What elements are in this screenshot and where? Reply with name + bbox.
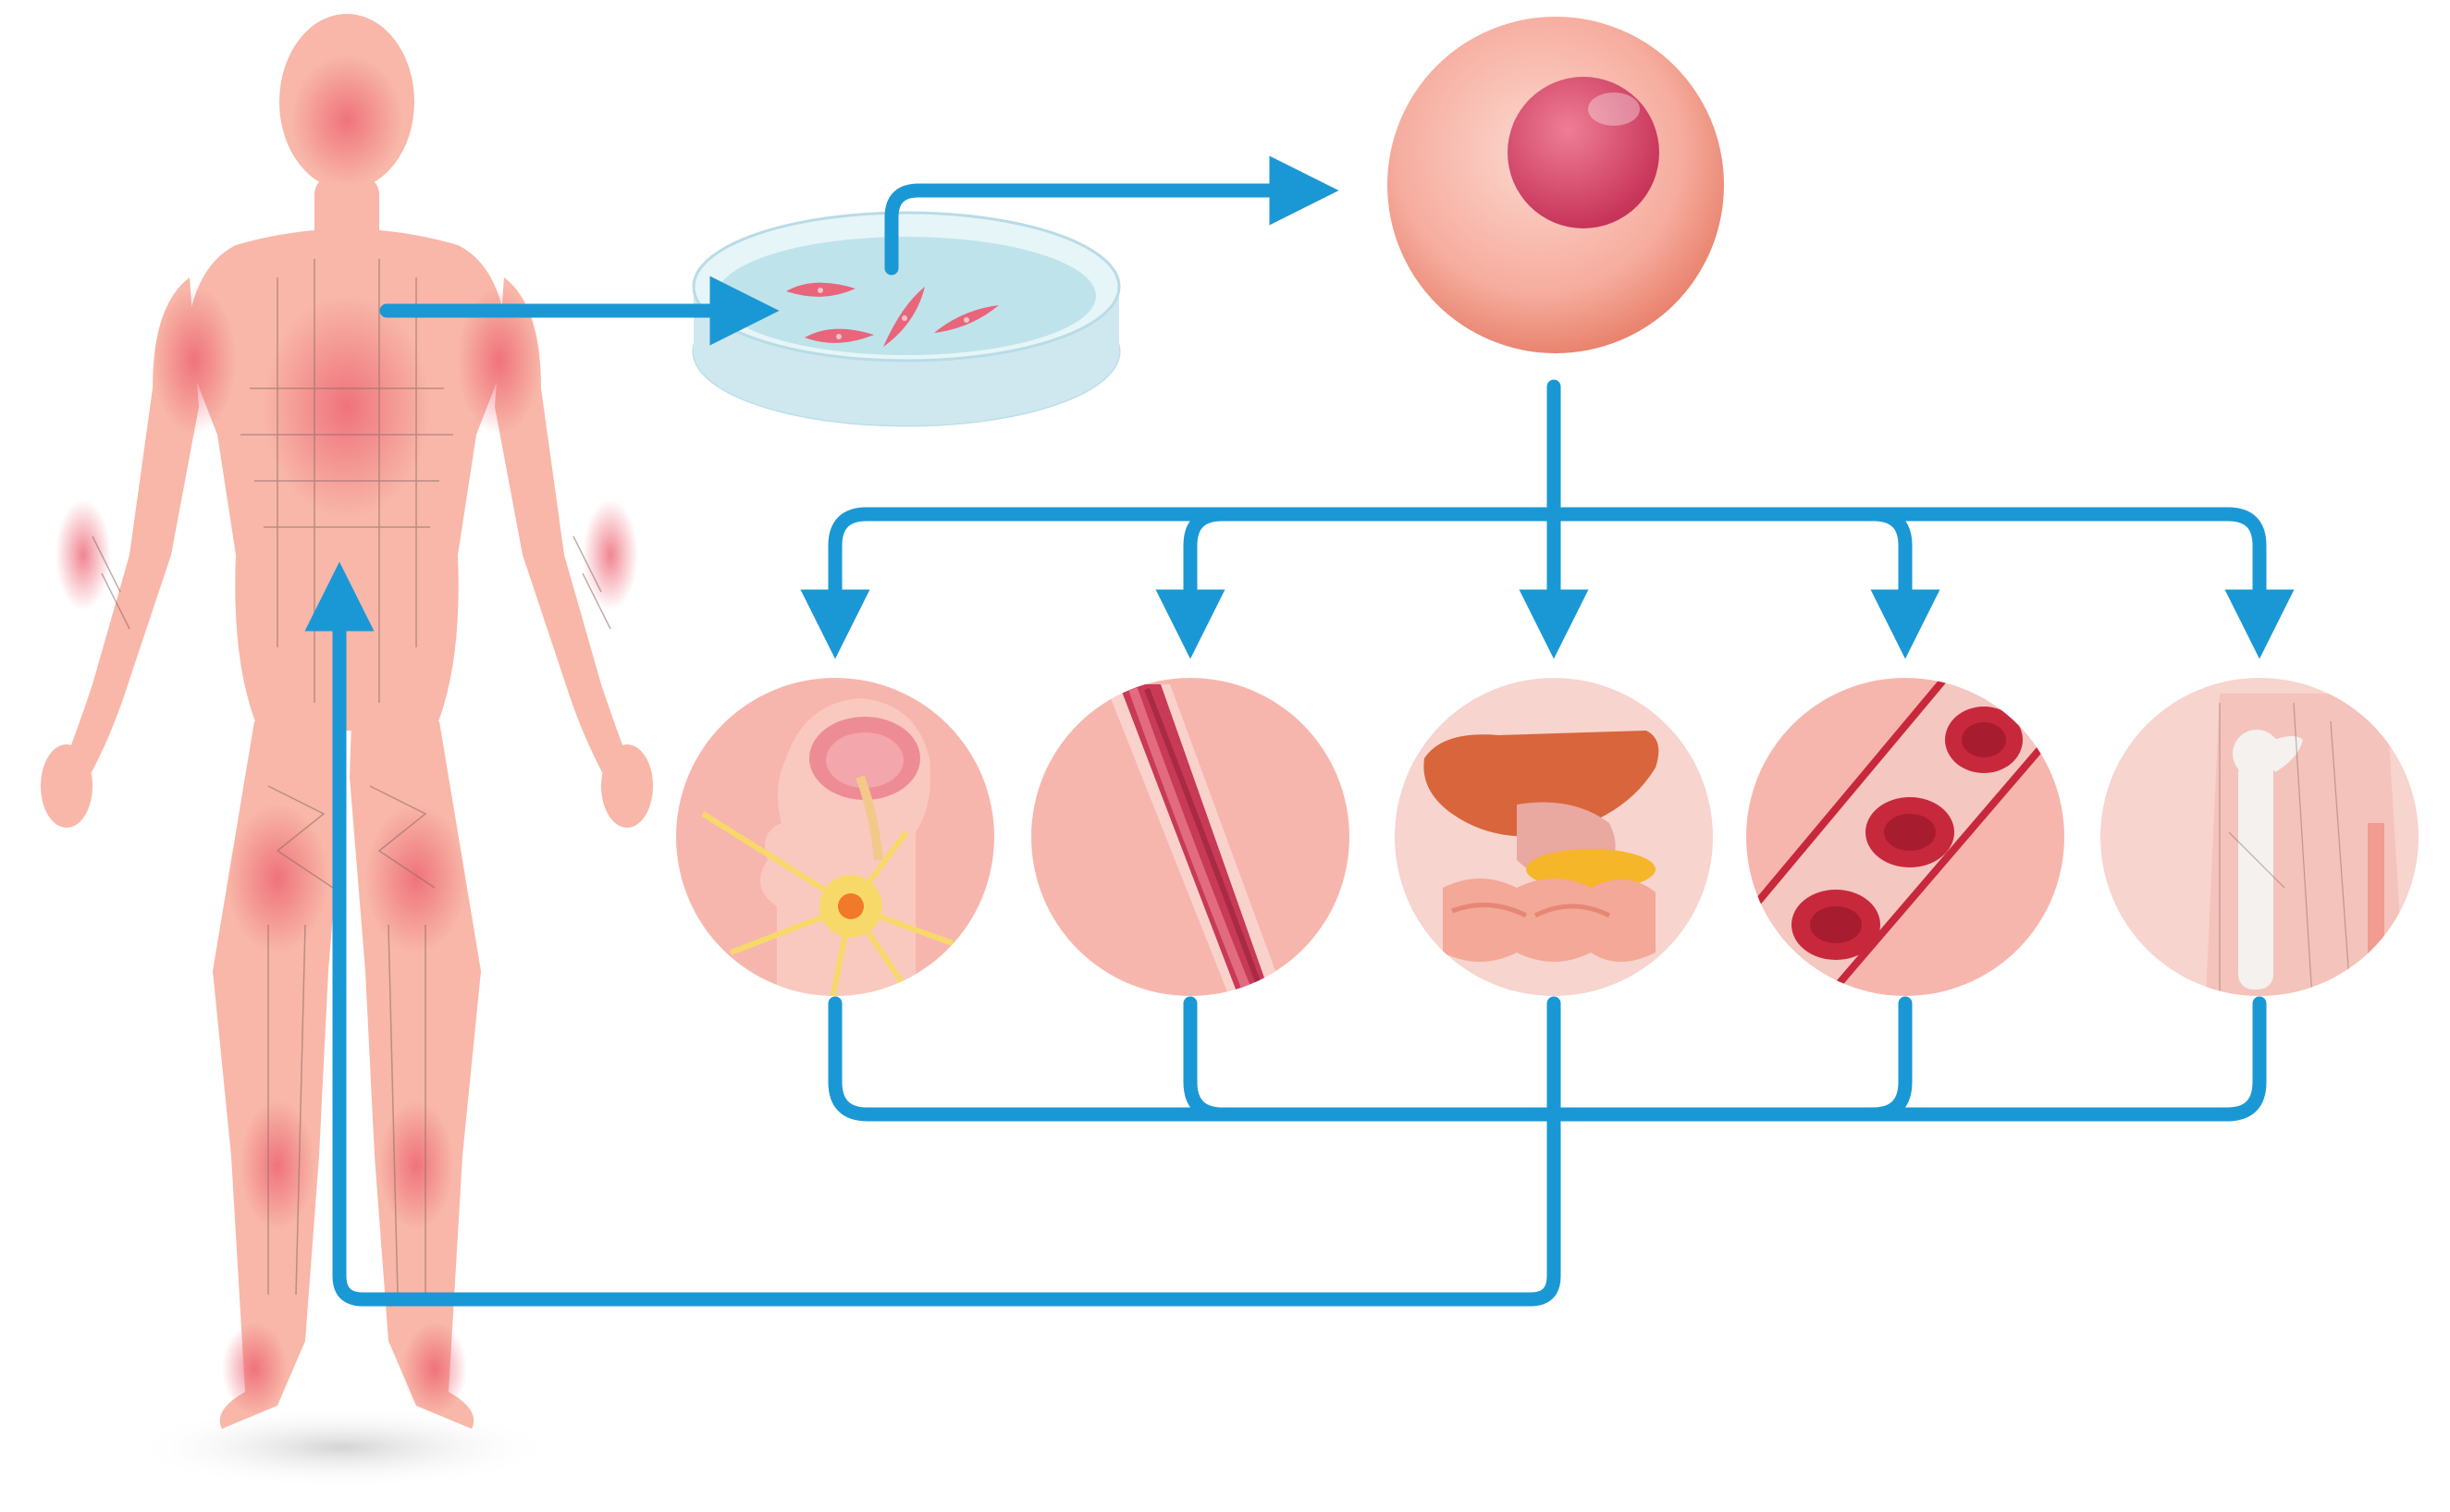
human-body-icon: [41, 14, 653, 1489]
cell-nucleus: [1508, 77, 1659, 228]
petri-dish-icon: [694, 213, 1119, 425]
digestive-organs-icon: [1395, 678, 1713, 996]
red-blood-cell: [1791, 890, 1880, 960]
return-arrow-to-body: [339, 610, 1554, 1299]
collector-tissue-2: [1190, 1003, 1223, 1114]
red-blood-cell: [1865, 797, 1954, 867]
neural-tissue-icon: [676, 678, 994, 999]
stem-cell-icon: [1387, 17, 1724, 353]
collector-tissue-4: [1873, 1003, 1905, 1114]
body-silhouette: [41, 14, 653, 1429]
bone-icon: [2100, 678, 2419, 999]
red-blood-cell: [1945, 707, 2023, 773]
blood-cells-icon: [1730, 666, 2064, 1008]
muscle-tissue-icon: [1031, 678, 1349, 999]
floor-shadow: [129, 1406, 555, 1489]
